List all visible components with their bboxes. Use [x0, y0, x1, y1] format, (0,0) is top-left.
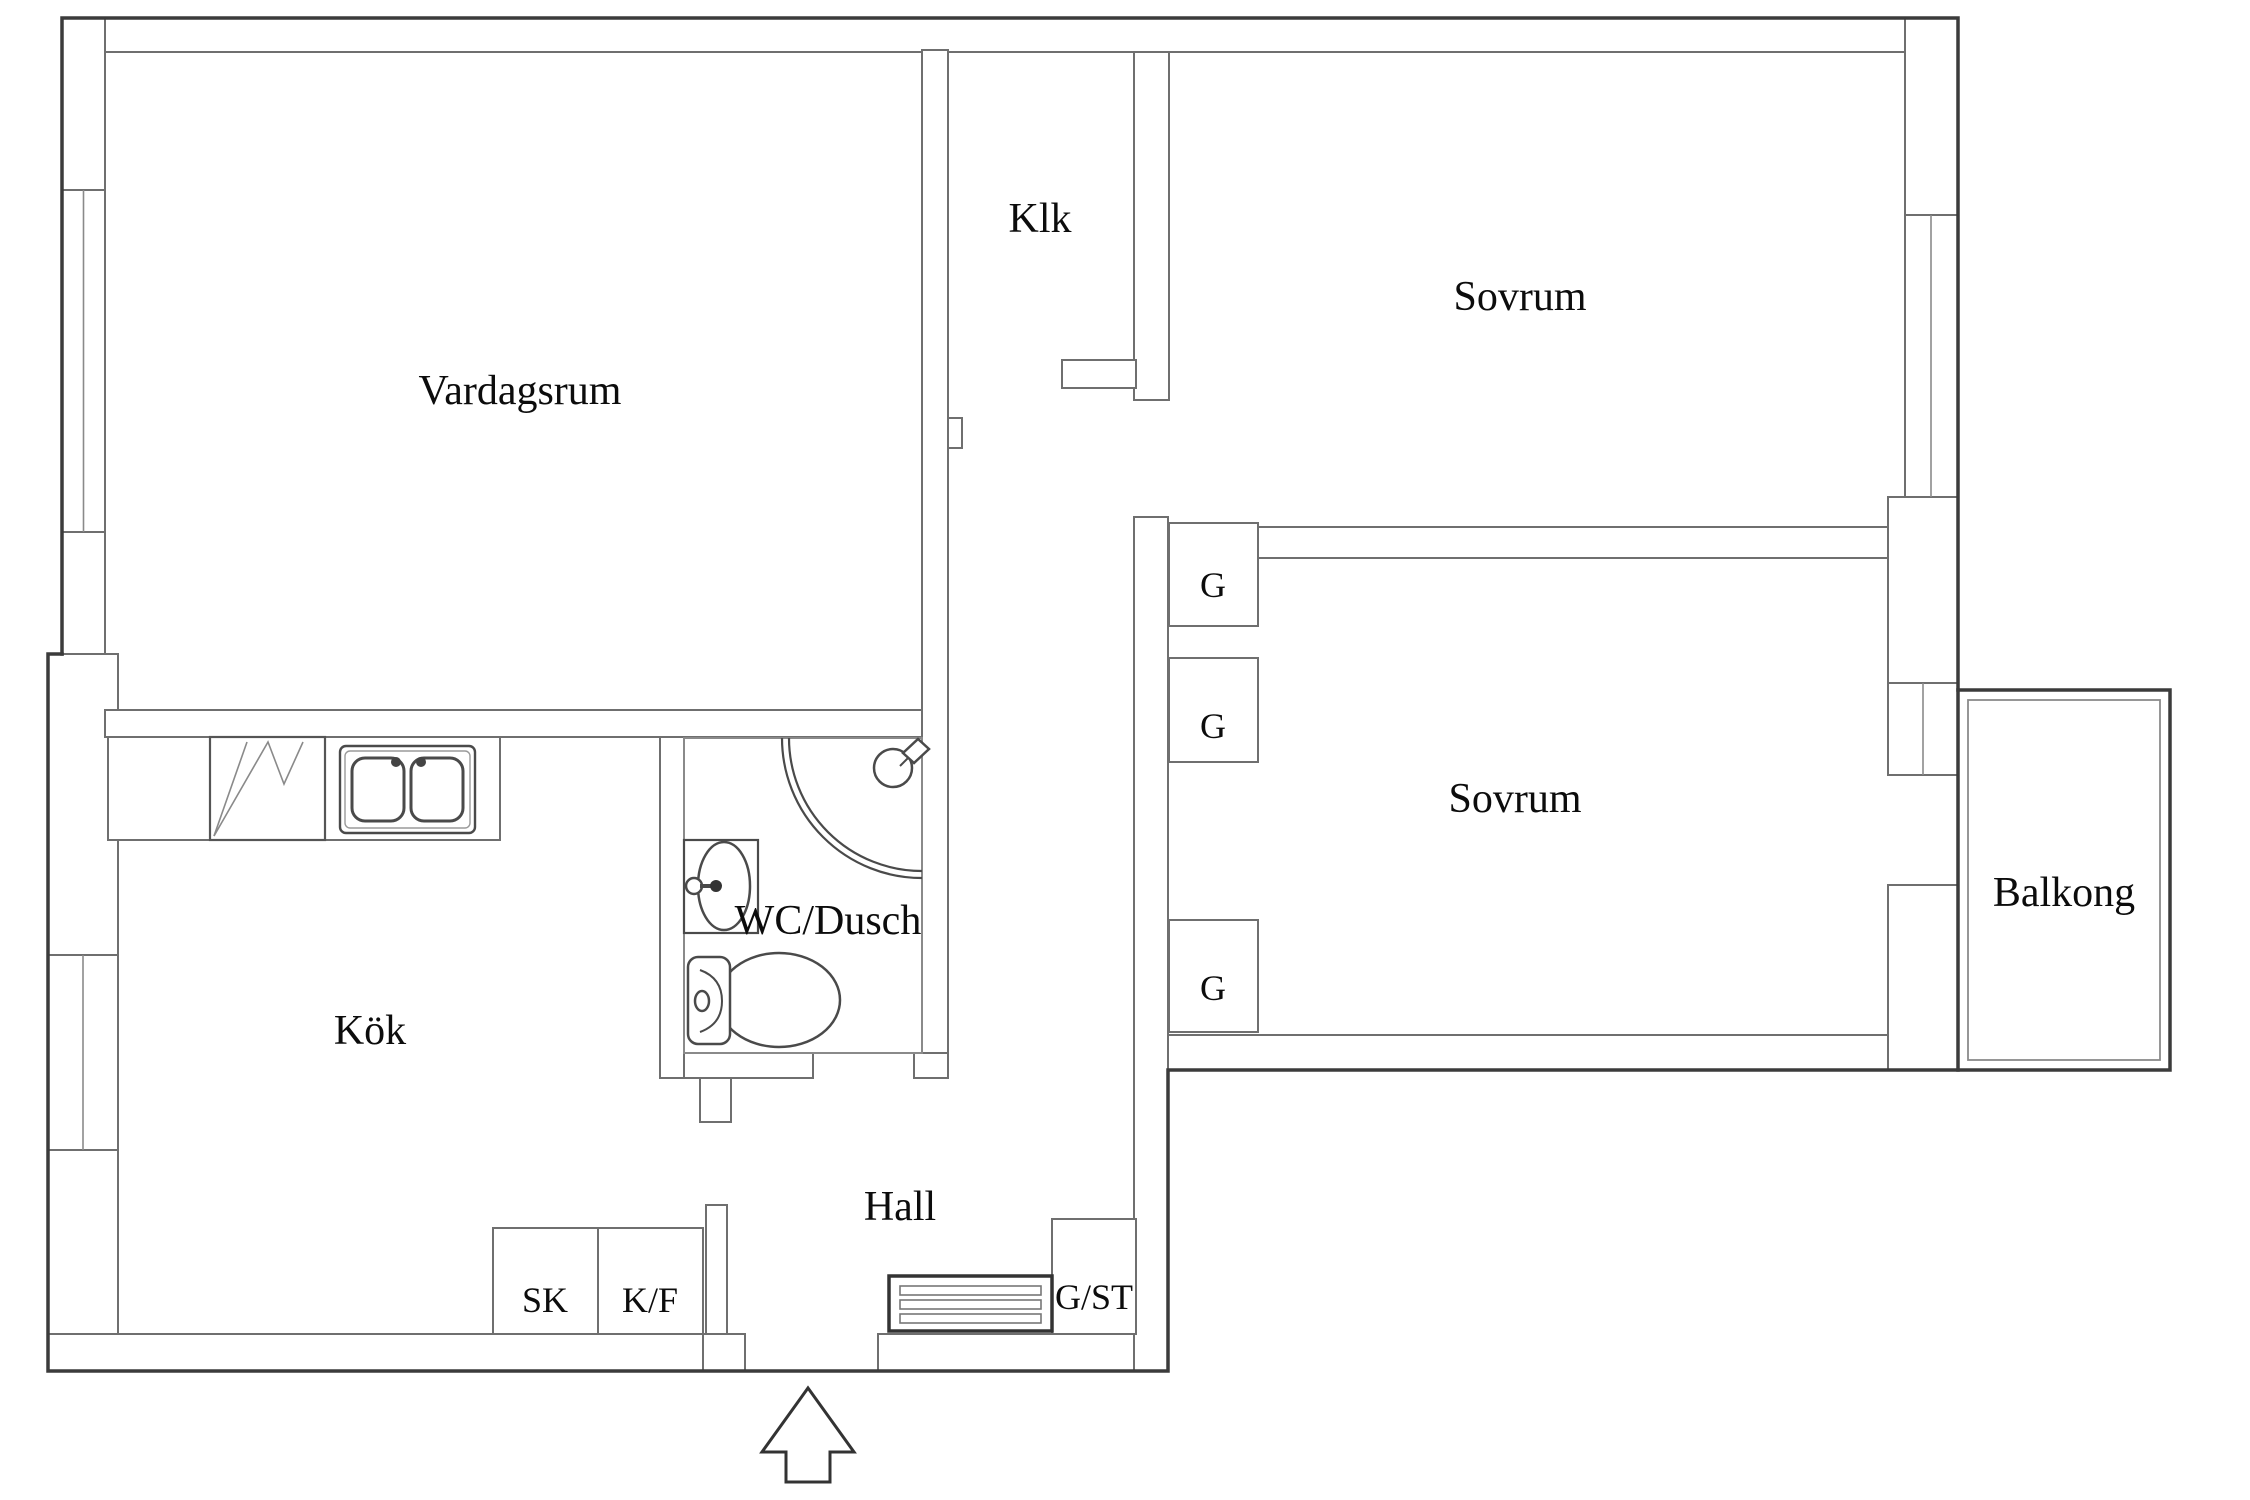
outer-boundary: [46, 16, 1960, 1373]
closet-label-g3: G: [1200, 968, 1226, 1008]
balcony-inner-rail: [1967, 699, 2161, 1061]
wall-kitchen-stub-foot: [702, 1333, 746, 1372]
wall-klk-foot: [1061, 359, 1137, 389]
wall-vardagsrum-bottom: [104, 709, 925, 738]
closet-label-kf: K/F: [622, 1280, 678, 1320]
closet-label-g1: G: [1200, 565, 1226, 605]
room-label-balkong: Balkong: [1993, 870, 2135, 916]
wall-wc-bottom-left: [683, 1052, 814, 1079]
wall-klk-left-wc-right: [921, 49, 949, 1079]
balcony-outer-rail: [1956, 688, 2172, 1072]
wall-right-mid: [1887, 496, 1959, 684]
entrance-arrow-icon: [759, 1385, 857, 1484]
wall-wc-left: [659, 736, 685, 1079]
room-label-vardagsrum: Vardagsrum: [419, 368, 622, 414]
window-living-room: [61, 189, 106, 533]
wall-door-jamb: [947, 417, 963, 449]
wall-wc-bottom-right: [913, 1052, 949, 1079]
windows: [47, 189, 1959, 1151]
room-label-sovrum-2: Sovrum: [1448, 776, 1581, 822]
window-bedroom-2-balcony: [1887, 682, 1959, 776]
window-kitchen: [47, 954, 119, 1151]
washbasin-icon: [682, 838, 760, 935]
wall-bottom-left: [47, 1333, 746, 1372]
room-label-hall: Hall: [864, 1184, 936, 1230]
wall-bottom-right: [1167, 1034, 1959, 1071]
closet-box-g2: [1168, 657, 1259, 763]
closet-box-gst: [1051, 1218, 1137, 1335]
wall-klk-right: [1133, 51, 1170, 401]
room-label-klk: Klk: [1009, 196, 1072, 242]
walls: [47, 17, 1959, 1372]
closet-box-kf: [597, 1227, 704, 1335]
toilet-icon: [686, 951, 842, 1049]
wall-hall-east: [1133, 516, 1169, 1372]
closet-box-g1: [1168, 522, 1259, 627]
closets: [492, 522, 1259, 1335]
room-label-wc-dusch: WC/Dusch: [735, 898, 922, 944]
shower-icon: [780, 737, 931, 880]
kitchen-sink-icon: [338, 744, 477, 835]
wall-bottom-middle: [877, 1333, 1169, 1372]
closet-label-gst: G/ST: [1055, 1277, 1133, 1317]
wall-between-bedrooms: [1168, 526, 1889, 559]
radiator-icon: [887, 1274, 1054, 1333]
kitchen: [107, 735, 501, 842]
window-bedroom-1: [1904, 214, 1959, 498]
wall-right-upper: [1904, 17, 1959, 216]
labels: Vardagsrum Klk Sovrum Sovrum Balkong Kök…: [334, 196, 2135, 1320]
bathroom: [682, 737, 931, 1054]
wall-kitchen-stub-lower: [705, 1204, 728, 1335]
closet-label-sk: SK: [522, 1280, 568, 1320]
wall-kitchen-stub-upper: [699, 1077, 732, 1123]
closet-box-sk: [492, 1227, 599, 1335]
closet-label-g2: G: [1200, 706, 1226, 746]
room-label-sovrum-1: Sovrum: [1453, 274, 1586, 320]
wall-right-lower: [1887, 884, 1959, 1071]
closet-box-g3: [1168, 919, 1259, 1033]
stove-icon: [208, 735, 327, 842]
room-label-kok: Kök: [334, 1008, 406, 1054]
balcony: [1956, 688, 2172, 1072]
wall-top: [61, 17, 1959, 53]
